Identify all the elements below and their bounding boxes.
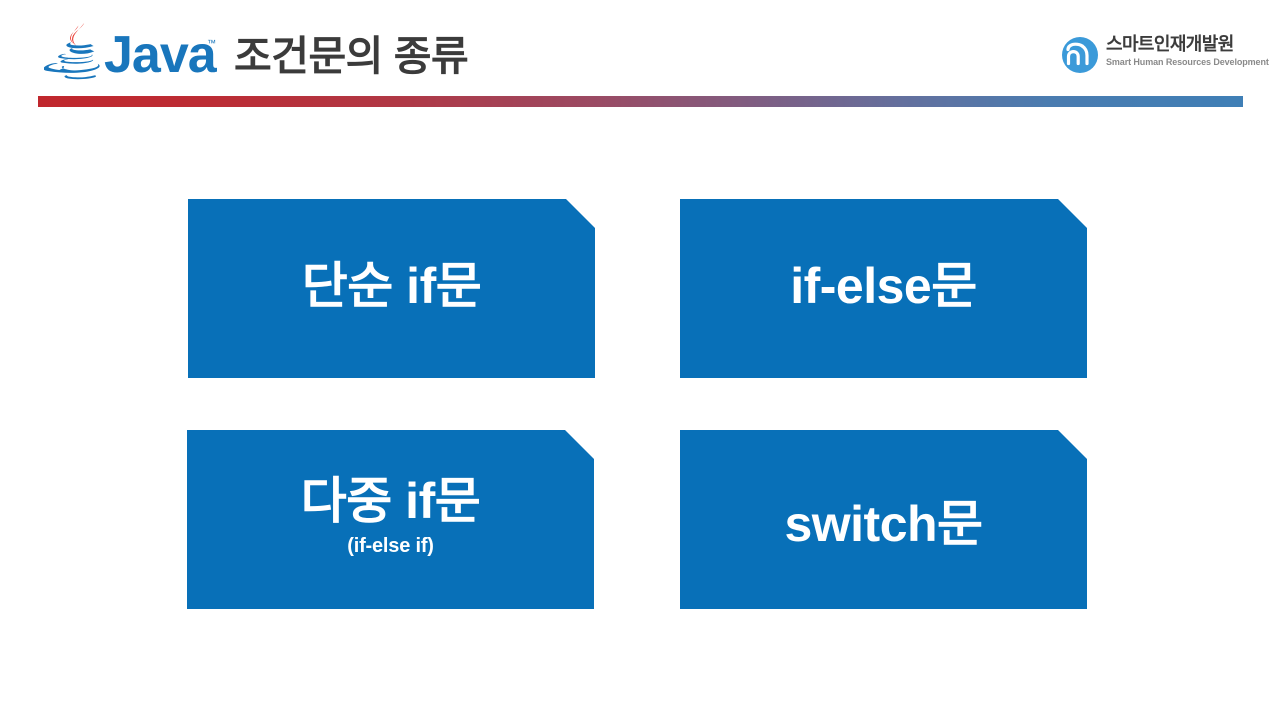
brand-text: 스마트인재개발원 Smart Human Resources Developme… — [1106, 33, 1269, 67]
page-title: 조건문의 종류 — [234, 33, 469, 79]
box-multi-if-sublabel: (if-else if) — [347, 535, 434, 558]
java-logo-icon: Java ™ — [43, 23, 219, 84]
brand-name: 스마트인재개발원 — [1106, 34, 1234, 54]
shrd-circle-logo-icon — [1061, 36, 1099, 74]
svg-text:Java: Java — [104, 26, 218, 84]
java-logo: Java ™ — [43, 22, 219, 84]
box-multi-if-content: 다중 if문 (if-else if) — [301, 475, 480, 559]
svg-text:™: ™ — [207, 38, 216, 48]
box-switch[interactable]: switch문 — [680, 430, 1087, 609]
header-divider — [38, 96, 1243, 107]
brand-subtitle: Smart Human Resources Development — [1106, 56, 1269, 67]
box-if-else-label: if-else문 — [790, 258, 977, 315]
brand-logo: 스마트인재개발원 Smart Human Resources Developme… — [1061, 33, 1269, 81]
box-simple-if-label: 단순 if문 — [301, 258, 482, 315]
slide-header: Java ™ 조건문의 종류 스마트인재개발원 Smart Human Reso… — [0, 0, 1280, 107]
box-switch-label: switch문 — [784, 496, 983, 553]
box-multi-if[interactable]: 다중 if문 (if-else if) — [187, 430, 594, 609]
box-if-else[interactable]: if-else문 — [680, 199, 1087, 378]
box-multi-if-label: 다중 if문 — [300, 472, 481, 529]
box-simple-if[interactable]: 단순 if문 — [188, 199, 595, 378]
